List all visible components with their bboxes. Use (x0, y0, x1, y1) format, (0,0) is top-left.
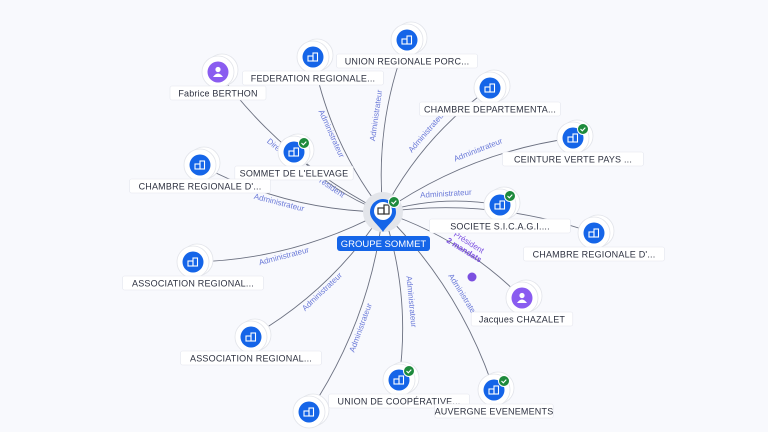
company-node[interactable]: UNION DE COOPÉRATIVE... (328, 361, 470, 409)
node-label: Jacques CHAZALET (479, 315, 566, 325)
company-icon (245, 332, 257, 342)
node-label-bg (434, 403, 554, 419)
node-label: Fabrice BERTHON (178, 89, 257, 99)
company-node[interactable]: AUVERGNE EVENEMENTS (434, 371, 554, 419)
node-label: CHAMBRE REGIONALE D'... (139, 182, 262, 192)
center-label-bg (337, 236, 430, 251)
edge-label: Administrateur (420, 188, 472, 200)
company-icon (588, 228, 600, 238)
node-label-bg (419, 101, 561, 117)
company-node[interactable] (292, 393, 330, 429)
node-label: ASSOCIATION REGIONAL... (132, 279, 254, 289)
node-label: CEINTURE VERTE PAYS ... (514, 155, 632, 165)
node-label: CHAMBRE REGIONALE D'... (533, 250, 656, 260)
node-label-bg (122, 275, 264, 291)
edge-label: Administrateur (317, 108, 347, 159)
company-node[interactable]: FEDERATION REGIONALE... (242, 38, 384, 86)
company-node[interactable]: SOCIETE S.I.C.A.G.I.... (429, 186, 571, 234)
edge-line (382, 211, 495, 391)
node-label-bg (328, 393, 470, 409)
center-node[interactable]: GROUPE SOMMET (337, 192, 430, 251)
company-icon (484, 83, 496, 93)
company-icon (187, 257, 199, 267)
company-icon (303, 407, 315, 417)
company-icon (307, 52, 319, 62)
center-label: GROUPE SOMMET (341, 239, 427, 250)
close-icon[interactable] (467, 272, 477, 282)
company-node[interactable]: CHAMBRE REGIONALE D'... (523, 214, 665, 262)
edge-line (250, 211, 384, 338)
company-icon (488, 385, 500, 395)
node-label-bg (234, 165, 354, 181)
verified-check-icon (298, 137, 310, 149)
edge-label: Administrateur (452, 136, 504, 163)
node-label-bg (336, 53, 478, 69)
node-label-bg (129, 178, 271, 194)
edge-label: Administrateur (300, 271, 344, 313)
company-node[interactable]: UNION REGIONALE PORC... (336, 21, 478, 69)
node-label-bg (180, 350, 322, 366)
node-label-bg (502, 151, 644, 167)
node-label-bg (470, 311, 574, 327)
company-icon (393, 375, 405, 385)
edge-label: Administrateur (368, 89, 384, 142)
company-icon (377, 204, 390, 215)
edge-line (382, 211, 404, 381)
edge-line (199, 164, 384, 213)
node-label-bg (169, 85, 267, 101)
edge-line (192, 211, 384, 263)
node-label-bg (523, 246, 665, 262)
node-label: SOMMET DE L'ELEVAGE (240, 169, 349, 179)
node-label: UNION DE COOPÉRATIVE... (338, 397, 461, 407)
verified-check-icon (498, 375, 510, 387)
company-icon (567, 133, 579, 143)
company-icon (288, 147, 300, 157)
company-node[interactable]: SOMMET DE L'ELEVAGE (234, 133, 354, 181)
company-node[interactable]: CHAMBRE DEPARTEMENTA... (419, 69, 561, 117)
company-icon (494, 200, 506, 210)
verified-check-icon (577, 123, 589, 135)
company-node[interactable]: ASSOCIATION REGIONAL... (122, 243, 264, 291)
node-label: ASSOCIATION REGIONAL... (190, 354, 312, 364)
company-icon (401, 35, 413, 45)
edge-label: Administrateur (253, 192, 306, 214)
verified-check-icon (504, 190, 516, 202)
verified-check-icon (403, 365, 415, 377)
node-label: FEDERATION REGIONALE... (251, 74, 375, 84)
node-label: UNION REGIONALE PORC... (345, 57, 470, 67)
person-node[interactable]: Fabrice BERTHON (169, 53, 267, 101)
edge-label: Administrateur (258, 245, 310, 267)
company-icon (194, 160, 206, 170)
company-node[interactable]: ASSOCIATION REGIONAL... (180, 318, 322, 366)
edge-label: Administrateur (404, 276, 418, 329)
node-label-bg (429, 218, 571, 234)
node-label-bg (242, 70, 384, 86)
person-icon (517, 292, 527, 303)
verified-check-icon (388, 196, 400, 208)
company-node[interactable]: CHAMBRE REGIONALE D'... (129, 146, 271, 194)
company-node[interactable]: CEINTURE VERTE PAYS ... (502, 119, 644, 167)
node-label: AUVERGNE EVENEMENTS (435, 407, 554, 417)
node-label: CHAMBRE DEPARTEMENTA... (424, 105, 556, 115)
edge-line (382, 137, 574, 213)
node-label: SOCIETE S.I.C.A.G.I.... (450, 222, 550, 232)
person-node[interactable]: Jacques CHAZALET (470, 279, 574, 327)
person-icon (213, 66, 223, 77)
